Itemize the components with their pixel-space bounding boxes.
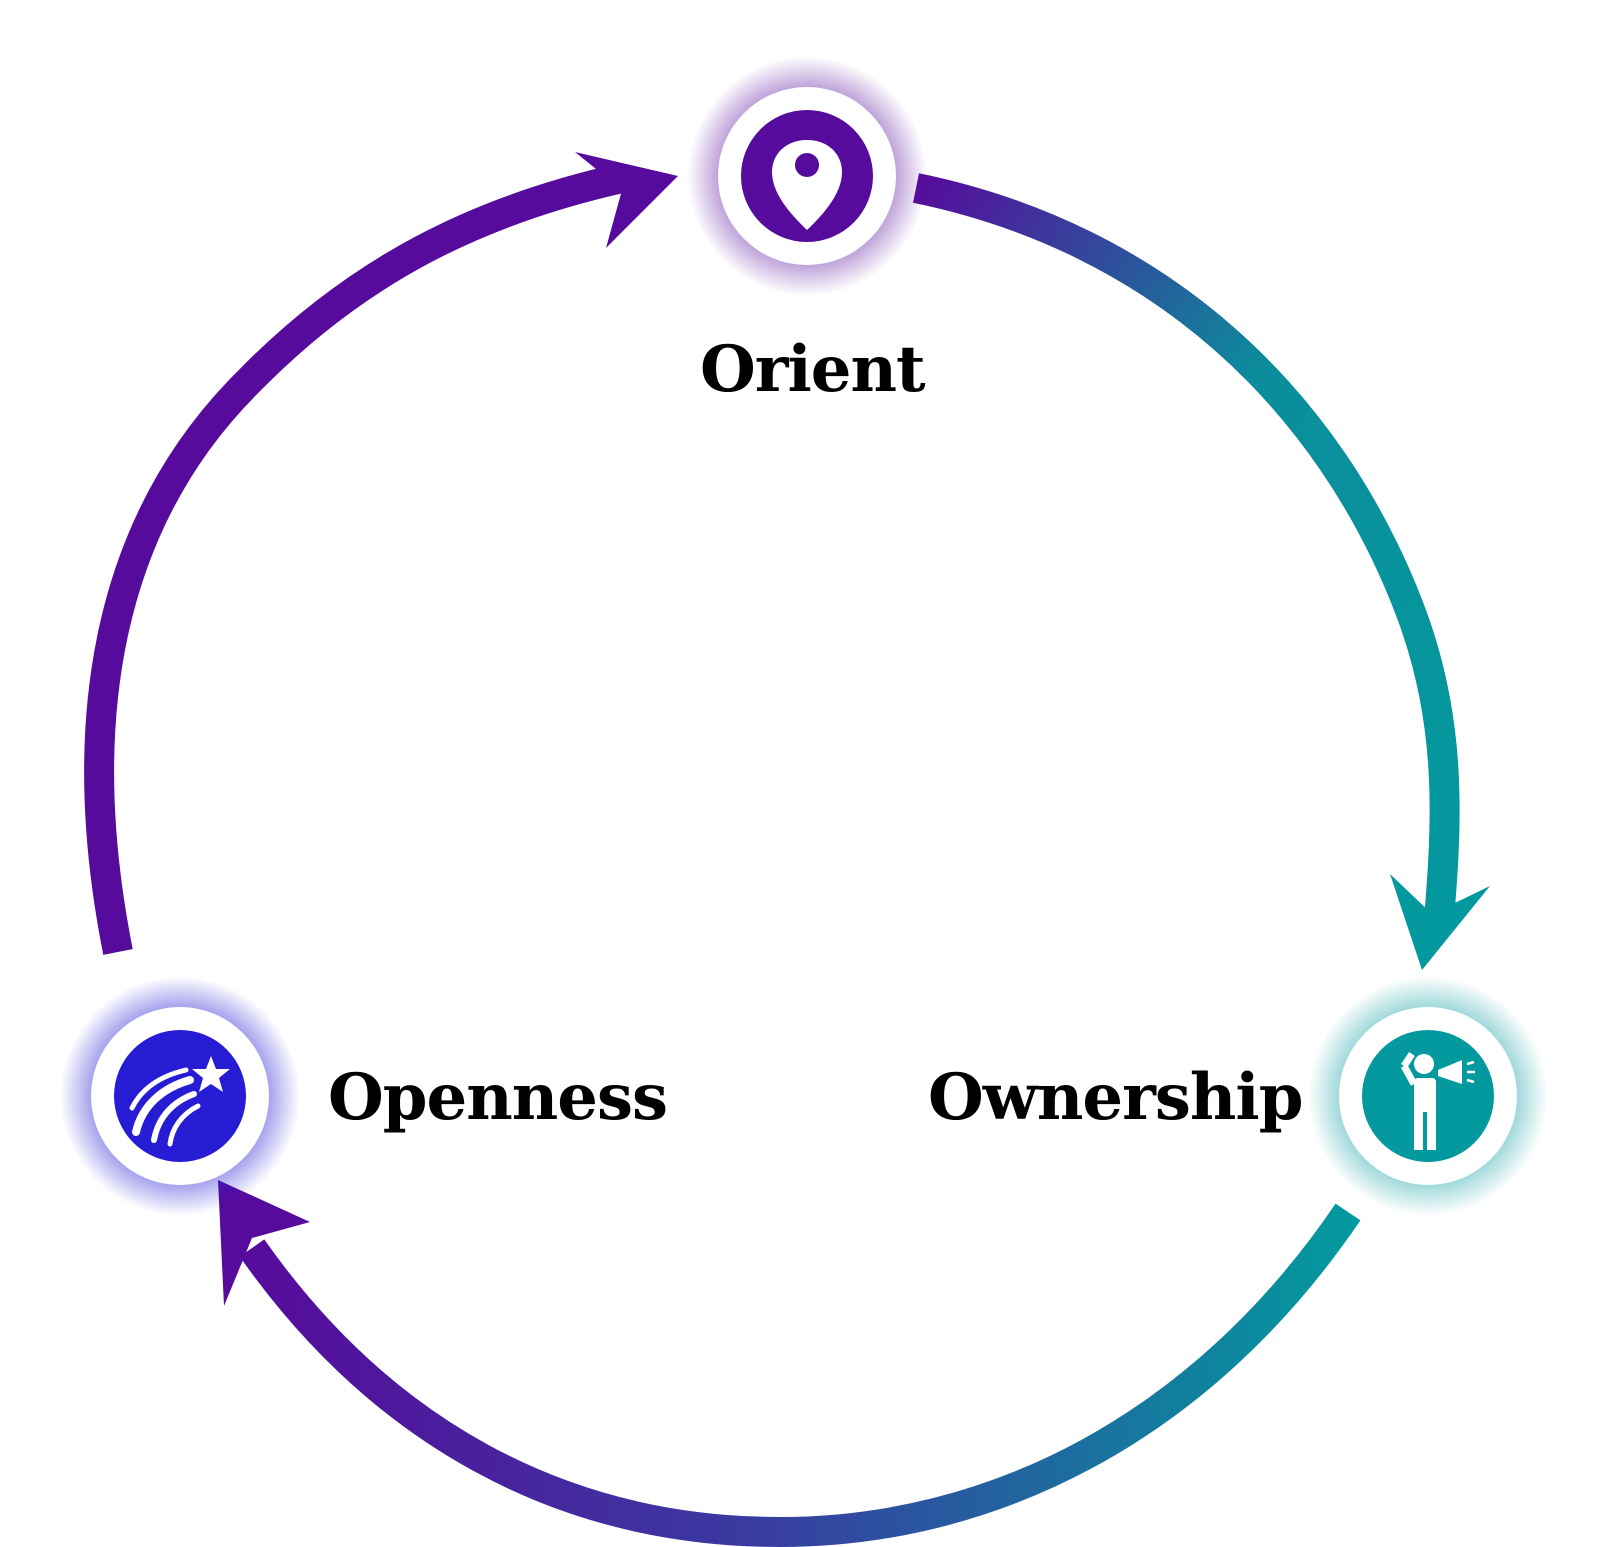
label-orient: Orient — [700, 332, 926, 407]
person-megaphone-icon — [1400, 1052, 1475, 1150]
arrowhead-to-orient — [575, 152, 678, 248]
map-pin-icon — [772, 140, 842, 230]
arrowhead-to-openness — [218, 1180, 310, 1306]
label-ownership: Ownership — [928, 1060, 1303, 1135]
node-openness — [60, 976, 300, 1216]
arc-ownership-to-openness — [239, 1203, 1361, 1547]
label-openness: Openness — [328, 1060, 668, 1135]
arc-orient-to-ownership — [912, 173, 1460, 932]
shooting-star-icon — [129, 1056, 230, 1147]
node-orient — [687, 56, 927, 296]
node-ownership — [1308, 976, 1548, 1216]
arrowhead-to-ownership — [1390, 874, 1490, 970]
arc-openness-to-orient — [84, 163, 626, 955]
